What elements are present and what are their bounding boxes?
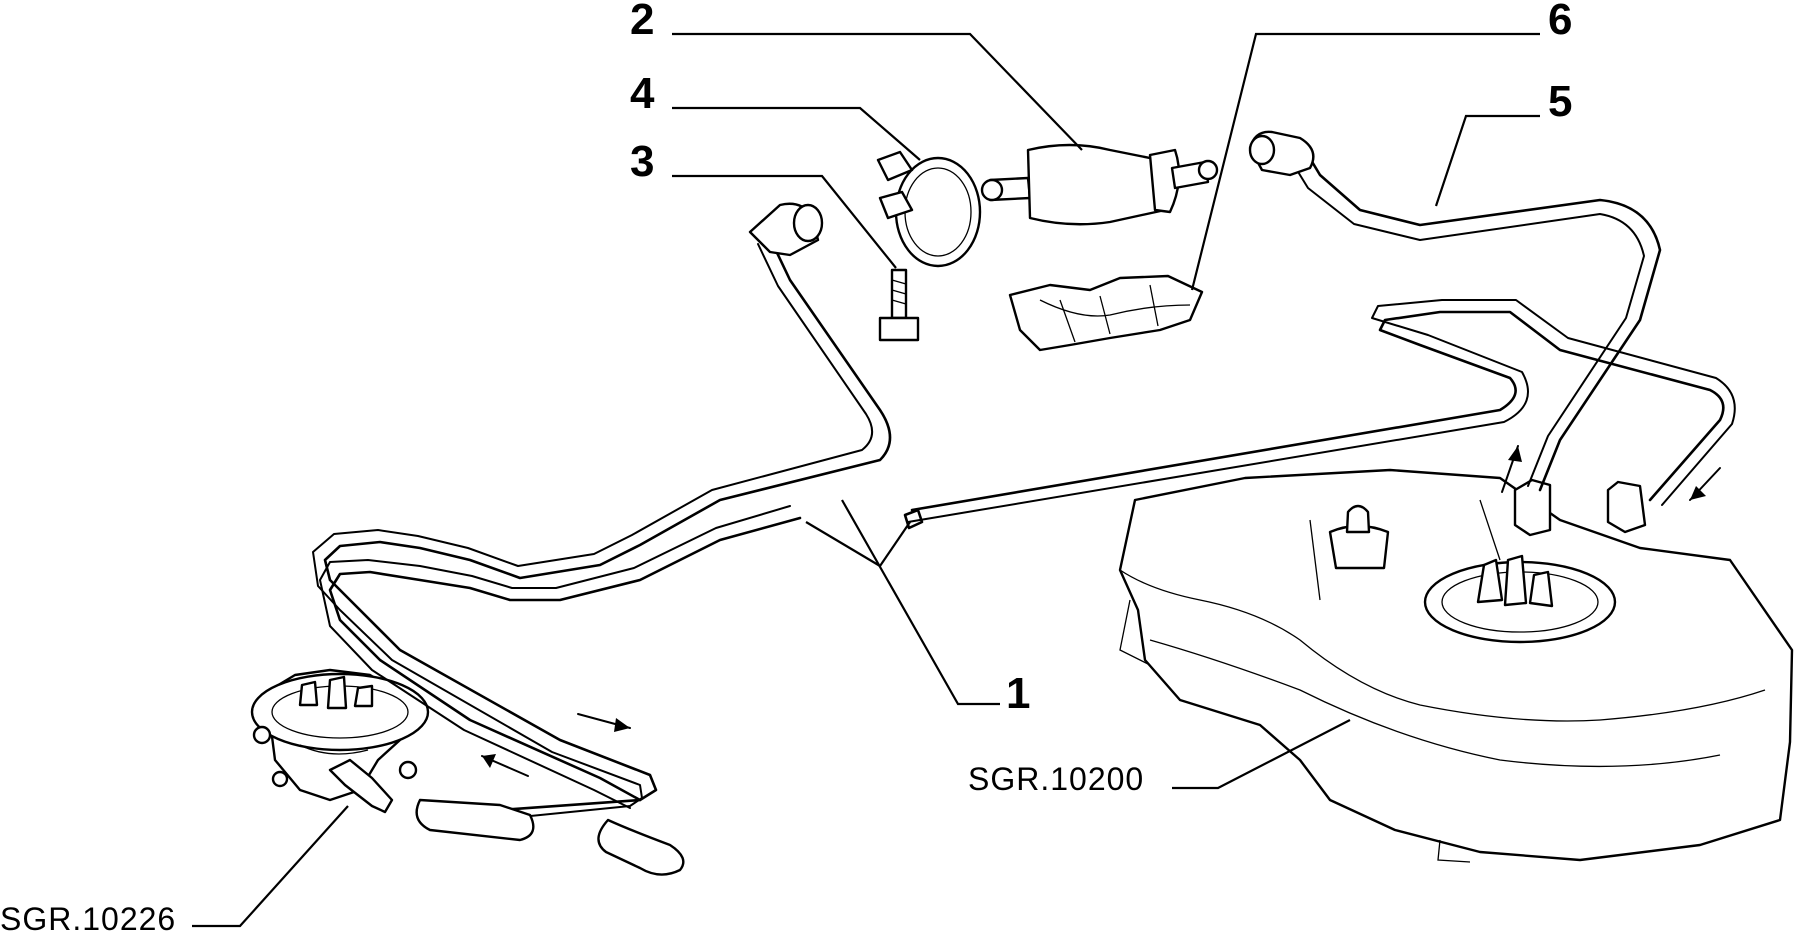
- leader-1b: [879, 521, 911, 567]
- callout-5: 5: [1548, 77, 1572, 126]
- flow-arrows: [481, 445, 1721, 777]
- line-end-connector: [748, 202, 824, 257]
- leader-tank: [1172, 719, 1351, 790]
- leader-3: [672, 174, 897, 269]
- leader-2: [672, 32, 1083, 151]
- callout-6: 6: [1548, 0, 1572, 44]
- leader-lines: [192, 32, 1540, 928]
- leader-1: [841, 499, 1000, 706]
- callout-3: 3: [630, 137, 654, 186]
- return-hose: [1248, 130, 1662, 492]
- callout-1: 1: [1006, 669, 1030, 718]
- leader-4: [672, 106, 921, 161]
- pump-reference-label: SGR.10226: [0, 901, 176, 937]
- fuel-lines: [312, 236, 1736, 876]
- filter-guard: [1008, 274, 1204, 352]
- leader-1c: [805, 521, 881, 567]
- flow-arrow-feed-left: [481, 754, 529, 777]
- leader-5: [1434, 114, 1540, 207]
- flow-arrow-down-right: [1689, 467, 1721, 501]
- leader-pump: [192, 805, 349, 928]
- flow-arrow-return-left: [577, 713, 631, 732]
- flow-arrow-up-right: [1501, 445, 1522, 493]
- leader-6: [1190, 32, 1540, 291]
- hose-clamp: [876, 150, 982, 268]
- fuel-tank: [1118, 468, 1794, 863]
- callout-4: 4: [630, 69, 655, 118]
- callout-2: 2: [630, 0, 654, 44]
- screw: [878, 268, 920, 342]
- fuel-pump-assembly: [250, 668, 430, 814]
- tank-reference-label: SGR.10200: [968, 761, 1144, 797]
- fuel-filter: [980, 143, 1219, 226]
